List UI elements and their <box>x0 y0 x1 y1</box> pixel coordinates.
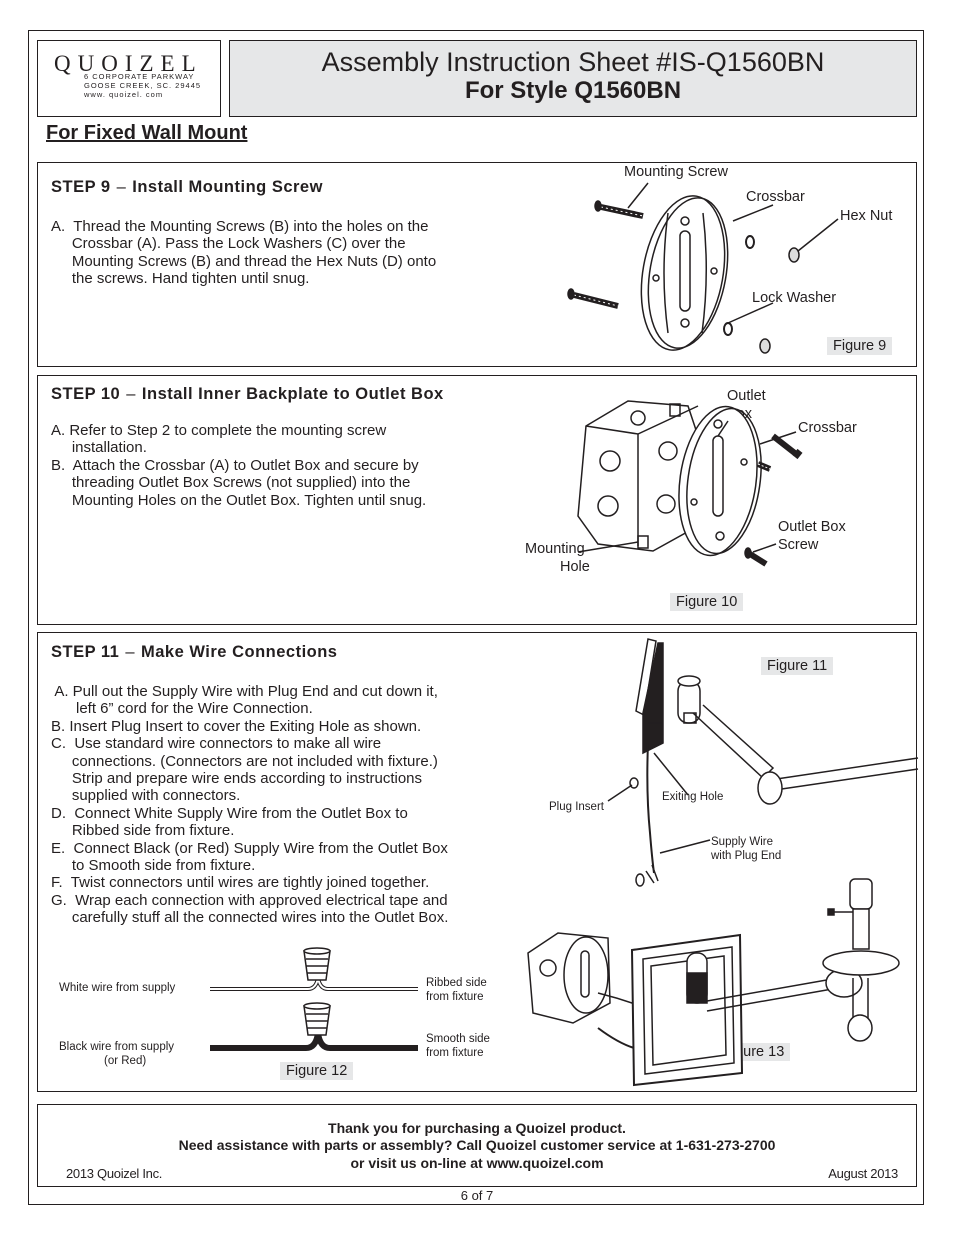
step11-panel: STEP 11–Make Wire Connections A. Pull ou… <box>37 632 919 1092</box>
crossbar-icon <box>640 195 729 351</box>
label-mounting-screw: Mounting Screw <box>624 164 728 180</box>
wire-connector-icon <box>303 1002 331 1036</box>
page-border <box>28 30 924 1205</box>
step10-heading: STEP 10–Install Inner Backplate to Outle… <box>51 385 444 403</box>
black-wire-connection <box>210 1002 418 1051</box>
label-supply-wire: Supply Wire <box>711 836 773 848</box>
style-title: For Style Q1560BN <box>464 77 682 104</box>
label-white-wire: White wire from supply <box>59 982 176 994</box>
white-wire-connection <box>210 947 418 991</box>
figure-10-tag: Figure 10 <box>670 593 744 611</box>
footer-thanks: Thank you for purchasing a Quoizel produ… <box>328 1120 626 1136</box>
backplate-icon <box>630 933 744 1087</box>
lamp-socket-icon <box>822 878 900 1042</box>
brand-logo: QUOIZEL <box>54 51 203 76</box>
label-outlet-box: Outlet Box <box>778 519 846 535</box>
figure-11-tag: Figure 11 <box>761 657 834 675</box>
label-hole: Hole <box>560 559 590 575</box>
step9-heading: STEP 9–Install Mounting Screw <box>51 178 323 196</box>
section-title: For Fixed Wall Mount <box>46 122 248 144</box>
backplate-icon <box>635 638 664 755</box>
label-hex-nut: Hex Nut <box>840 208 893 224</box>
label-screw: Screw <box>778 537 819 553</box>
label-ribbed-side: Ribbed side <box>426 977 487 989</box>
page-number: 6 of 7 <box>460 1188 494 1203</box>
step10-instructions: A. Refer to Step 2 to complete the mount… <box>51 422 427 509</box>
document-title: Assembly Instruction Sheet #IS-Q1560BN <box>321 47 825 77</box>
brand-logo-box: QUOIZEL 6 CORPORATE PARKWAY GOOSE CREEK,… <box>37 40 221 117</box>
figure-13-illustration <box>527 878 900 1087</box>
figure-12-illustration <box>210 947 418 1051</box>
figure-11-illustration <box>607 638 919 887</box>
figure-12-tag: Figure 12 <box>280 1062 354 1080</box>
footer-website: or visit us on-line at www.quoizel.com <box>350 1155 604 1171</box>
label-with-plug-end: with Plug End <box>711 850 782 862</box>
figure-10-illustration <box>577 400 803 567</box>
outlet-box-icon <box>527 932 639 1024</box>
label-crossbar: Crossbar <box>746 189 805 205</box>
hex-nut-icon <box>759 247 800 354</box>
figure-9-illustration <box>567 182 839 354</box>
footer-copyright: 2013 Quoizel Inc. <box>66 1166 163 1181</box>
label-smooth-side: Smooth side <box>426 1033 490 1045</box>
wire-connector-icon <box>303 947 331 981</box>
swing-arm-icon <box>677 675 919 805</box>
mounting-screw-icon <box>567 200 644 309</box>
step9-panel: STEP 9–Install Mounting Screw A. Thread … <box>37 162 917 367</box>
label-or-red: (or Red) <box>104 1055 147 1067</box>
label-mounting: Mounting <box>525 541 585 557</box>
step9-instructions: A. Thread the Mounting Screws (B) into t… <box>51 218 437 288</box>
footer-date: August 2013 <box>828 1166 898 1181</box>
brand-address: 6 CORPORATE PARKWAY GOOSE CREEK, SC. 294… <box>84 72 202 99</box>
outlet-box-icon <box>577 400 699 552</box>
footer-panel: Thank you for purchasing a Quoizel produ… <box>37 1104 917 1187</box>
label-outlet: Outlet <box>727 388 766 404</box>
label-lock-washer: Lock Washer <box>752 290 837 306</box>
step11-heading: STEP 11–Make Wire Connections <box>51 643 338 661</box>
label-exiting-hole: Exiting Hole <box>662 791 724 803</box>
figure-9-tag: Figure 9 <box>827 337 893 355</box>
plug-insert-icon <box>629 777 639 789</box>
label-ribbed-from-fixture: from fixture <box>426 991 484 1003</box>
step10-panel: STEP 10–Install Inner Backplate to Outle… <box>37 375 917 625</box>
label-smooth-from-fixture: from fixture <box>426 1047 484 1059</box>
label-black-wire: Black wire from supply <box>59 1041 175 1053</box>
footer-assistance: Need assistance with parts or assembly? … <box>178 1137 776 1153</box>
label-plug-insert: Plug Insert <box>549 801 604 813</box>
supply-wire-icon <box>635 742 659 887</box>
crossbar-icon <box>678 405 762 557</box>
title-box: Assembly Instruction Sheet #IS-Q1560BN F… <box>229 40 917 117</box>
step11-instructions: A. Pull out the Supply Wire with Plug En… <box>51 683 449 927</box>
label-crossbar-10: Crossbar <box>798 420 857 436</box>
